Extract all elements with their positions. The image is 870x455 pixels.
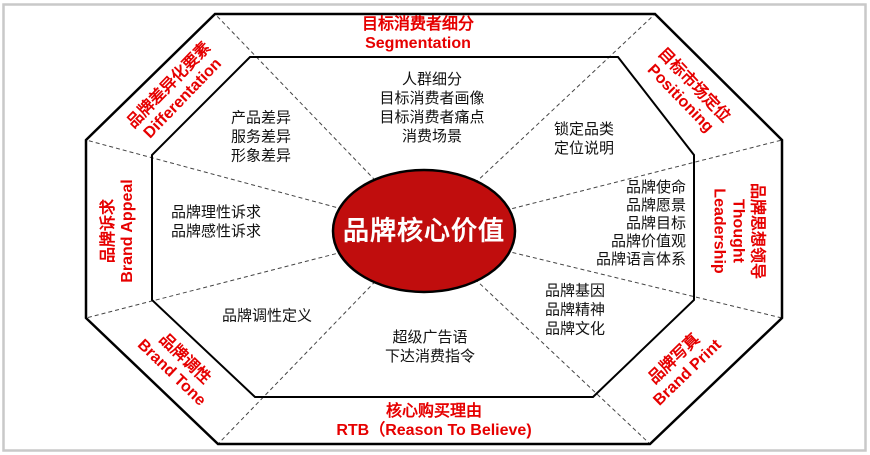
ring-label-zh: 品牌思想领导 [748,182,766,280]
sector-line: 品牌价值观 [610,233,686,250]
sector-right-leadership-items: 品牌使命 品牌愿景 品牌目标 品牌价值观 品牌语言体系 [596,179,686,269]
sector-line: 形象差异 [230,147,292,165]
sector-top-left-differentiation-items: 产品差异 服务差异 形象差异 [231,109,291,166]
ring-label-zh: 核心购买理由 [385,403,482,420]
sector-line: 锁定品类 [553,121,615,138]
sector-top-right-positioning-items: 锁定品类 定位说明 [554,120,614,158]
sector-line: 品牌精神 [544,301,606,319]
sector-line: 定位说明 [553,140,615,157]
inner-octagon [151,56,695,398]
sector-line: 品牌基因 [544,282,606,300]
center-ellipse [331,168,517,294]
sector-line: 品牌语言体系 [595,251,686,268]
outer-octagon [84,12,784,446]
sector-line: 品牌感性诉求 [170,223,262,240]
ring-label-rtb: 核心购买理由 RTB（Reason To Believe) [336,402,531,440]
ring-label-en: Segmentation [365,35,471,52]
sector-line: 品牌目标 [625,215,686,232]
sector-line: 品牌愿景 [625,197,686,214]
sector-line: 品牌理性诉求 [170,204,262,221]
ring-label-segmentation: 目标消费者细分 Segmentation [362,15,474,53]
image-frame [2,3,867,452]
sector-line: 目标消费者画像 [379,90,485,107]
ring-label-zh: 目标消费者细分 [361,16,475,33]
ring-label-brand-appeal: 品牌诉求 Brand Appeal [99,179,137,282]
ring-label-thought-leadership: 品牌思想领导 Thought Leadership [710,183,767,279]
sector-line: 品牌调性定义 [221,307,313,325]
sector-bottom-right-print-items: 品牌基因 品牌精神 品牌文化 [545,282,605,339]
ring-label-zh: 品牌诉求 [100,198,117,264]
ring-label-en: Brand Appeal [119,179,136,283]
sector-line: 品牌使命 [625,179,686,196]
divider-right-bottom [423,230,783,319]
sector-line: 品牌文化 [544,320,606,338]
sector-line: 产品差异 [230,109,292,127]
sector-line: 超级广告语 [392,329,468,346]
sector-top-segmentation-items: 人群细分 目标消费者画像 目标消费者痛点 消费场景 [379,70,484,146]
ring-label-en: RTB（Reason To Believe) [336,422,532,439]
divider-right-top [423,139,783,232]
sector-line: 目标消费者痛点 [379,109,485,126]
sector-line: 人群细分 [401,71,463,88]
sector-line: 下达消费指令 [384,348,476,365]
sector-line: 消费场景 [401,128,463,145]
sector-bottom-left-tone-items: 品牌调性定义 [222,307,312,326]
sector-line: 服务差异 [230,128,292,146]
center-core-value-label: 品牌核心价值 [342,215,506,246]
sector-left-appeal-items: 品牌理性诉求 品牌感性诉求 [171,203,261,241]
ring-label-en: Thought Leadership [710,188,747,274]
sector-bottom-rtb-items: 超级广告语 下达消费指令 [385,328,475,366]
